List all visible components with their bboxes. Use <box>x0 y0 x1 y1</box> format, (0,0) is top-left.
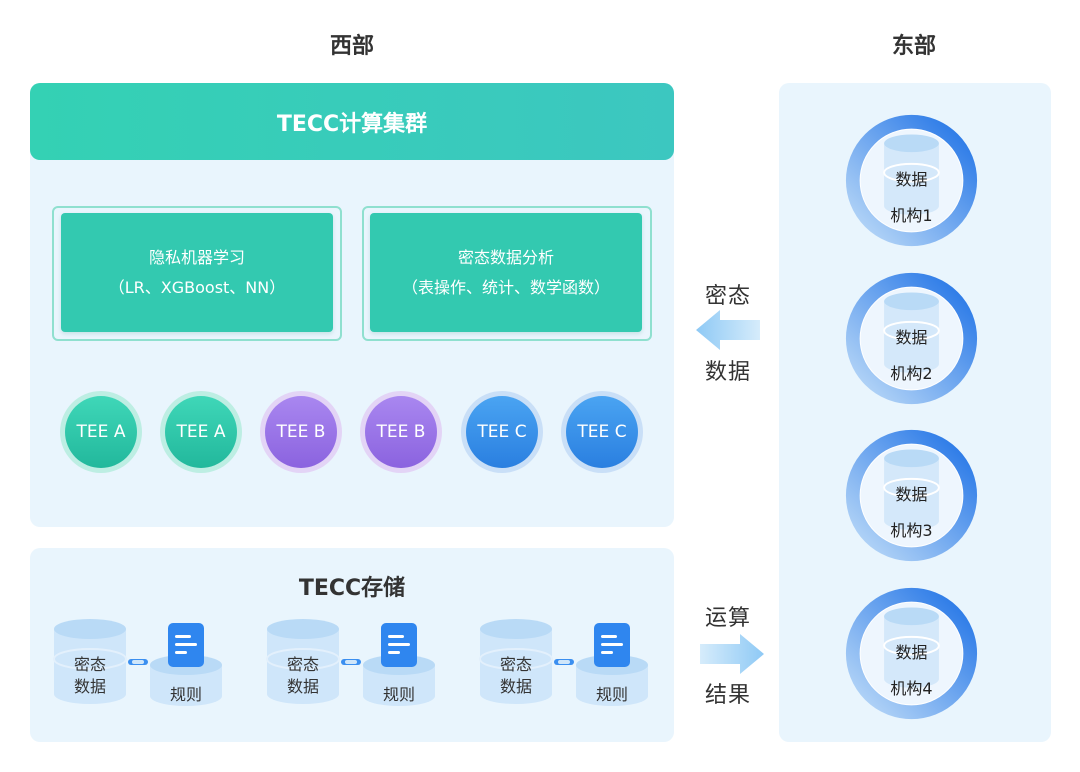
institution-data-label: 数据 <box>895 328 928 347</box>
tee-node: TEE C <box>461 391 543 473</box>
institution-node: 数据 机构3 <box>843 427 980 564</box>
ring-icon <box>845 114 978 247</box>
encrypted-analysis-title: 密态数据分析 <box>457 247 554 267</box>
right-arrow-icon <box>700 634 764 674</box>
tee-node: TEE B <box>260 391 342 473</box>
tee-label: TEE A <box>76 422 126 442</box>
database-icon <box>884 616 939 688</box>
storage-data-label: 密态 数据 <box>54 654 126 698</box>
tee-label: TEE B <box>376 422 426 442</box>
tee-label: TEE B <box>276 422 326 442</box>
left-arrow-icon <box>696 310 760 350</box>
storage-rule-label: 规则 <box>595 685 628 704</box>
storage-rule-label: 规则 <box>169 685 202 704</box>
institution-node: 数据 机构2 <box>843 270 980 407</box>
outgoing-flow-line1: 运算 <box>704 606 751 631</box>
storage-data-line2: 数据 <box>499 677 532 696</box>
institution-data-label: 数据 <box>895 643 928 662</box>
ring-icon <box>845 429 978 562</box>
database-icon <box>884 301 939 373</box>
tee-node: TEE B <box>360 391 442 473</box>
storage-title: TECC存储 <box>298 576 406 601</box>
incoming-flow-line1: 密态 <box>704 284 751 309</box>
outgoing-flow-line2: 结果 <box>704 683 751 708</box>
institution-data-label: 数据 <box>895 170 928 189</box>
privacy-ml-subtitle: （LR、XGBoost、NN） <box>108 277 286 297</box>
storage-data-label: 密态 数据 <box>480 654 552 698</box>
institution-data-label: 数据 <box>895 485 928 504</box>
institution-node: 数据 机构1 <box>843 112 980 249</box>
database-icon <box>884 458 939 530</box>
tee-node: TEE C <box>561 391 643 473</box>
east-region-title: 东部 <box>891 34 936 59</box>
storage-data-line1: 密态 <box>499 655 532 674</box>
privacy-ml-title: 隐私机器学习 <box>148 247 245 267</box>
database-icon <box>480 629 552 704</box>
compute-cluster-banner: TECC计算集群 <box>30 83 674 160</box>
encrypted-analysis-subtitle: （表操作、统计、数学函数） <box>401 277 610 297</box>
institution-name: 机构1 <box>890 206 933 225</box>
storage-group-graphic <box>266 619 435 706</box>
compute-cluster-title: TECC计算集群 <box>276 111 428 137</box>
incoming-flow-line2: 数据 <box>704 360 751 385</box>
institution-name: 机构3 <box>890 521 933 540</box>
storage-data-line1: 密态 <box>73 655 106 674</box>
tee-node: TEE A <box>60 391 142 473</box>
ring-icon <box>845 272 978 405</box>
storage-data-line1: 密态 <box>286 655 319 674</box>
tee-label: TEE C <box>577 422 627 442</box>
storage-panel <box>30 548 674 742</box>
encrypted-analysis-card: 密态数据分析 （表操作、统计、数学函数） <box>370 213 642 332</box>
institution-name: 机构4 <box>890 679 933 698</box>
institution-name: 机构2 <box>890 364 933 383</box>
database-icon <box>884 143 939 215</box>
storage-data-line2: 数据 <box>286 677 319 696</box>
privacy-ml-card: 隐私机器学习 （LR、XGBoost、NN） <box>61 213 333 332</box>
tee-label: TEE C <box>477 422 527 442</box>
storage-data-line2: 数据 <box>73 677 106 696</box>
ring-icon <box>845 587 978 720</box>
tee-label: TEE A <box>176 422 226 442</box>
storage-group-graphic <box>479 619 648 706</box>
storage-rule-label: 规则 <box>382 685 415 704</box>
storage-data-label: 密态 数据 <box>267 654 339 698</box>
tee-node: TEE A <box>160 391 242 473</box>
storage-group-graphic <box>53 619 222 706</box>
west-region-title: 西部 <box>329 34 374 59</box>
database-icon <box>54 629 126 704</box>
institution-node: 数据 机构4 <box>843 585 980 722</box>
database-icon <box>267 629 339 704</box>
